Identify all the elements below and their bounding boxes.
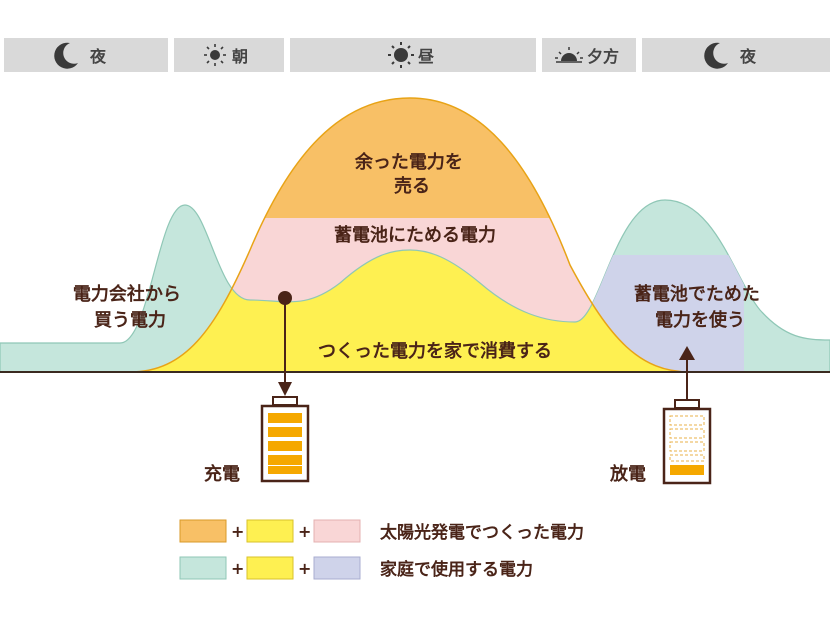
- time-segment-night-2: 夜: [642, 38, 830, 72]
- legend-label-household: 家庭で使用する電力: [380, 559, 533, 580]
- time-segment-label: 朝: [232, 47, 248, 66]
- swatch-grid-purchase: [179, 556, 227, 580]
- sun-icon: [388, 42, 414, 68]
- svg-text:+: +: [298, 559, 311, 578]
- time-segment-noon: 昼: [290, 38, 536, 72]
- legend-row-household: + + 家庭で使用する電力: [179, 556, 533, 580]
- time-bar: 夜 朝: [4, 38, 830, 72]
- time-segment-label: 夜: [89, 47, 107, 66]
- discharge-arrow: [679, 346, 695, 400]
- time-segment-night: 夜: [4, 38, 168, 72]
- swatch-store: [313, 519, 361, 543]
- battery-charging-icon: [260, 396, 310, 483]
- swatch-battery-use: [313, 556, 361, 580]
- time-segment-label: 夕方: [587, 47, 619, 66]
- legend-row-solar: + + 太陽光発電でつくった電力: [179, 519, 584, 543]
- label-sell: 余った電力を 売る: [354, 151, 469, 197]
- svg-text:+: +: [231, 522, 244, 541]
- crescent-moon-icon: [54, 42, 78, 69]
- label-store: 蓄電池にためる電力: [334, 224, 496, 246]
- label-charge: 充電: [204, 463, 240, 485]
- time-segment-label: 昼: [417, 47, 435, 66]
- time-segment-label: 夜: [739, 47, 757, 66]
- region-sell: [130, 98, 690, 220]
- solar-outline: [129, 97, 691, 373]
- label-self-consume: つくった電力を家で消費する: [318, 340, 552, 362]
- svg-text:+: +: [231, 559, 244, 578]
- battery-discharging-icon: [662, 399, 712, 485]
- svg-text:+: +: [298, 522, 311, 541]
- time-segment-evening: 夕方: [542, 38, 636, 72]
- legend-label-solar: 太陽光発電でつくった電力: [380, 522, 584, 543]
- small-sun-icon: [204, 44, 226, 66]
- label-discharge: 放電: [609, 463, 646, 485]
- label-buy: 電力会社から 買う電力: [73, 283, 187, 331]
- swatch-self-consume: [246, 519, 294, 543]
- legend: + + 太陽光発電でつくった電力 + + 家庭で使用する電力: [179, 519, 584, 580]
- swatch-sell: [179, 519, 227, 543]
- charge-arrow: [278, 291, 292, 396]
- time-segment-morning: 朝: [174, 38, 284, 72]
- label-battery-use: 蓄電池でためた 電力を使う: [634, 283, 766, 331]
- swatch-self-consume-2: [246, 556, 294, 580]
- sunset-icon: [555, 47, 583, 63]
- crescent-moon-icon: [704, 42, 728, 69]
